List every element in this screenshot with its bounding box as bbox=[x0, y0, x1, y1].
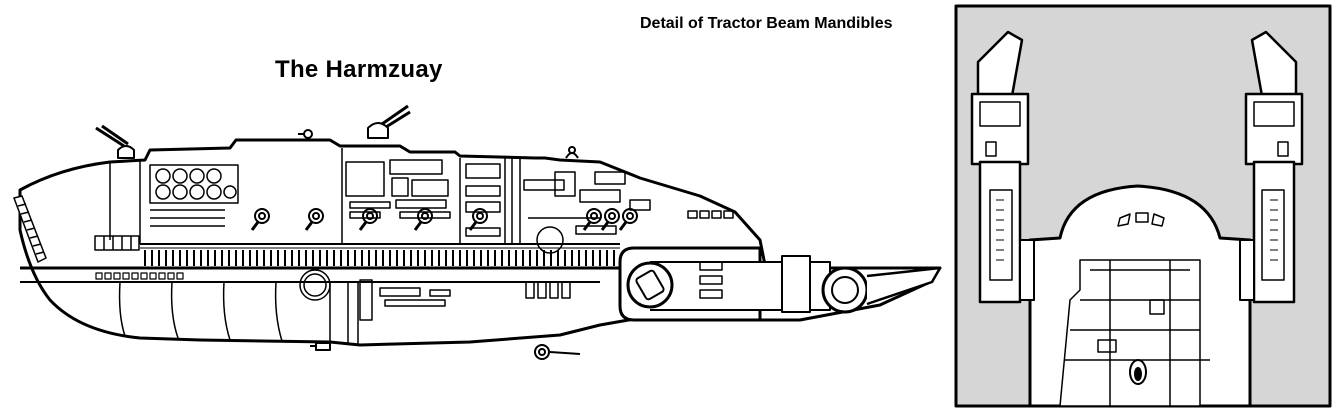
vent-strip bbox=[144, 250, 615, 266]
underside-fittings bbox=[310, 342, 581, 360]
rear-windows bbox=[687, 210, 734, 219]
ship-title: The Harmzuay bbox=[275, 56, 443, 83]
right-mandible bbox=[1239, 30, 1304, 304]
detail-caption: Detail of Tractor Beam Mandibles bbox=[640, 15, 893, 32]
lower-port-row bbox=[95, 272, 184, 280]
tractor-beam-arm bbox=[618, 246, 942, 322]
tractor-mandible-detail bbox=[954, 4, 1332, 408]
ship-side-view bbox=[13, 104, 942, 360]
side-gun-mounts bbox=[250, 208, 638, 231]
nose-grille bbox=[13, 195, 47, 263]
viewport-cluster bbox=[149, 164, 239, 227]
top-turrets bbox=[95, 104, 579, 159]
left-mandible bbox=[970, 30, 1035, 304]
